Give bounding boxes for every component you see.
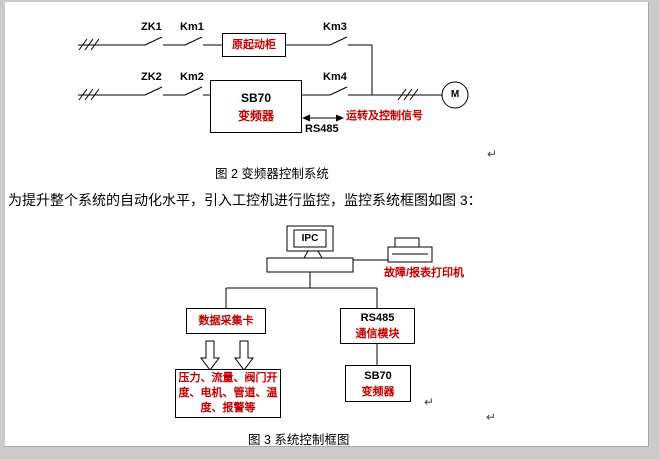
inverter-name-label: 变频器 bbox=[237, 108, 274, 123]
diagram-linework bbox=[78, 36, 469, 371]
body-paragraph: 为提升整个系统的自动化水平，引入工控机进行监控，监控系统框图如图 3： bbox=[8, 192, 482, 208]
switch-label-zk1: ZK1 bbox=[141, 21, 162, 33]
figure2-caption: 图 2 变频器控制系统 bbox=[215, 167, 329, 181]
sensor-line2: 度、电机、管道、温 bbox=[178, 387, 278, 399]
rs485-double-arrow bbox=[302, 114, 344, 122]
down-arrow-right bbox=[234, 340, 254, 371]
daq-box: 数据采集卡 bbox=[186, 308, 266, 334]
inverter-name-label-fig3: 变频器 bbox=[361, 385, 395, 398]
printer-icon bbox=[387, 237, 433, 263]
control-signal-label: 运转及控制信号 bbox=[346, 110, 423, 122]
fig3-connectors bbox=[225, 259, 388, 365]
inverter-model-label: SB70 bbox=[240, 90, 272, 105]
computer-base bbox=[266, 257, 354, 273]
comm-module-box: RS485 通信模块 bbox=[340, 308, 415, 344]
fig2-hatch-marks bbox=[78, 38, 419, 101]
comm-module-name-label: 通信模块 bbox=[355, 328, 400, 340]
daq-label: 数据采集卡 bbox=[198, 315, 254, 327]
linebreak-mark: ↵ bbox=[424, 395, 435, 409]
sensor-line1: 压力、流量、阀门开 bbox=[178, 372, 278, 384]
ipc-label: IPC bbox=[301, 233, 319, 244]
monitor-screen bbox=[293, 229, 327, 248]
linebreak-mark: ↵ bbox=[487, 147, 498, 161]
monitor-stand bbox=[303, 250, 323, 259]
switch-label-zk2: ZK2 bbox=[141, 71, 162, 83]
linebreak-mark: ↵ bbox=[486, 410, 497, 424]
starter-cabinet-box: 原起动柜 bbox=[222, 33, 286, 57]
document-page: ZK1 Km1 Km3 ZK2 Km2 Km4 原起动柜 SB70 变频器 M … bbox=[5, 2, 649, 447]
sensor-line3: 度、报警等 bbox=[200, 402, 256, 414]
motor-label: M bbox=[450, 89, 460, 100]
switch-label-km3: Km3 bbox=[323, 21, 347, 33]
inverter-box-fig3: SB70 变频器 bbox=[345, 365, 411, 402]
fig2-switch-blades bbox=[144, 36, 348, 96]
printer-label: 故障/报表打印机 bbox=[384, 267, 465, 279]
figure3-caption: 图 3 系统控制框图 bbox=[248, 433, 350, 447]
switch-label-km2: Km2 bbox=[180, 71, 204, 83]
sensor-list-box: 压力、流量、阀门开 度、电机、管道、温 度、报警等 bbox=[175, 369, 281, 418]
switch-label-km4: Km4 bbox=[323, 71, 347, 83]
motor-symbol bbox=[441, 81, 469, 109]
rs485-bus-label: RS485 bbox=[305, 123, 339, 135]
fig2-wires bbox=[78, 44, 442, 96]
starter-cabinet-label: 原起动柜 bbox=[232, 39, 276, 51]
inverter-model-label-fig3: SB70 bbox=[364, 369, 392, 382]
down-arrow-left bbox=[200, 340, 220, 371]
comm-module-type-label: RS485 bbox=[360, 312, 395, 324]
switch-label-km1: Km1 bbox=[180, 21, 204, 33]
inverter-box-fig2: SB70 变频器 bbox=[210, 80, 302, 133]
